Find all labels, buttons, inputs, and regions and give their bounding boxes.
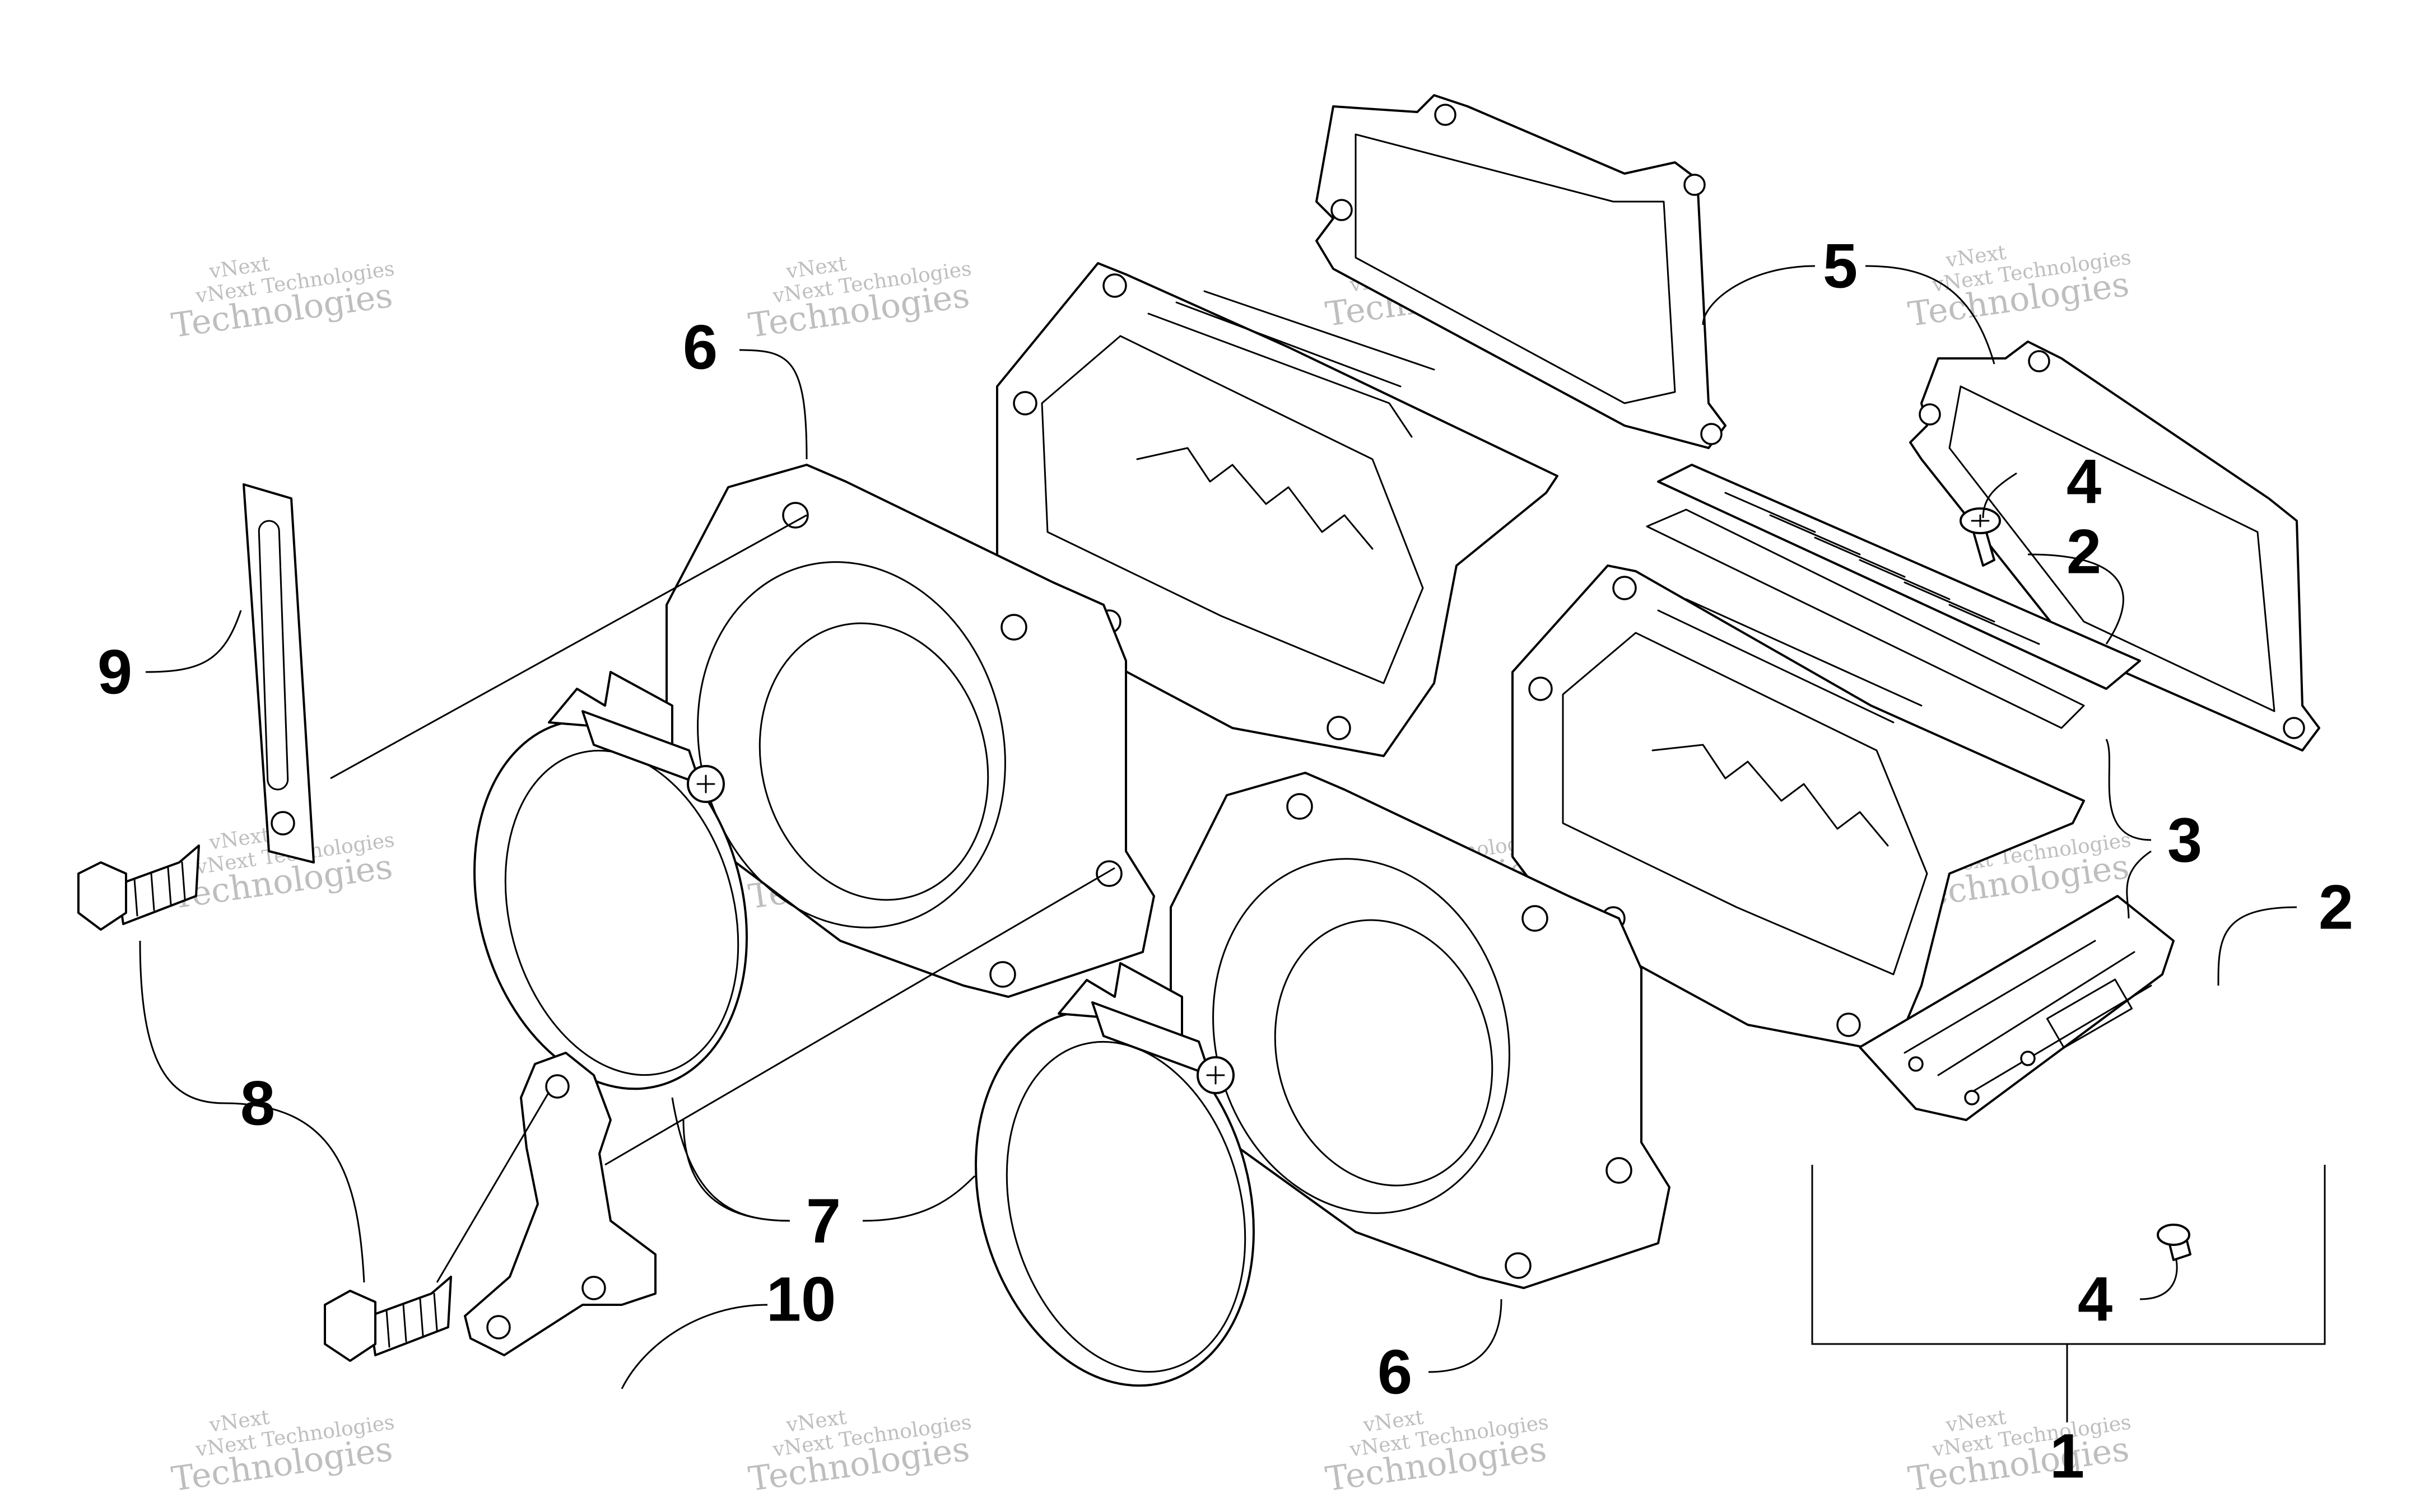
- callout-8: 8: [240, 1068, 275, 1138]
- mounting-bracket: [464, 1052, 657, 1356]
- callout-2-upper: 2: [2067, 517, 2101, 587]
- screw-lower: [2157, 1224, 2191, 1261]
- reed-gasket-rear: [1315, 94, 1726, 449]
- slotted-bracket: [243, 483, 315, 864]
- watermark: vNext vNext Technologies Technologies: [1323, 1406, 1550, 1499]
- callout-7: 7: [806, 1186, 841, 1256]
- callout-1: 1: [2050, 1421, 2084, 1491]
- watermark: vNext vNext Technologies Technologies: [1906, 1406, 2133, 1499]
- callout-9: 9: [97, 637, 132, 707]
- callout-10: 10: [766, 1264, 836, 1334]
- callout-6-upper: 6: [683, 312, 718, 382]
- callout-5: 5: [1823, 231, 1858, 301]
- watermark: vNext vNext Technologies Technologies: [169, 252, 396, 346]
- hex-bolt-upper: [77, 844, 200, 931]
- hose-clamp-rear: [473, 671, 748, 1090]
- assembly-bracket-line: [1811, 1165, 2326, 1422]
- intake-flange-front: [1170, 772, 1670, 1289]
- hex-bolt-lower: [324, 1276, 452, 1362]
- reed-valve-block-rear: [996, 262, 1558, 757]
- intake-flange-rear: [666, 464, 1155, 998]
- callout-3: 3: [2167, 805, 2202, 875]
- callout-2-lower: 2: [2319, 872, 2353, 942]
- reed-petal-assembly-rear: [1646, 464, 2141, 729]
- watermark: vNext vNext Technologies Technologies: [169, 1406, 396, 1499]
- hose-clamp-front: [975, 962, 1255, 1387]
- leader-lines: [139, 265, 2297, 1389]
- screw-upper: [1960, 507, 2001, 567]
- callout-labels: 1 2 2 3 4 4 5 6 6 7 8 9 10: [97, 231, 2353, 1491]
- watermark: vNext vNext Technologies Technologies: [746, 1406, 973, 1499]
- watermark: vNext vNext Technologies Technologies: [746, 252, 973, 346]
- callout-4-upper: 4: [2067, 447, 2101, 517]
- reed-gasket-front: [1909, 340, 2320, 752]
- callout-4-lower: 4: [2078, 1264, 2112, 1334]
- watermark: vNext vNext Technologies Technologies: [1906, 241, 2133, 334]
- callout-6-lower: 6: [1377, 1337, 1412, 1407]
- reed-stop-plate-front: [1859, 895, 2175, 1121]
